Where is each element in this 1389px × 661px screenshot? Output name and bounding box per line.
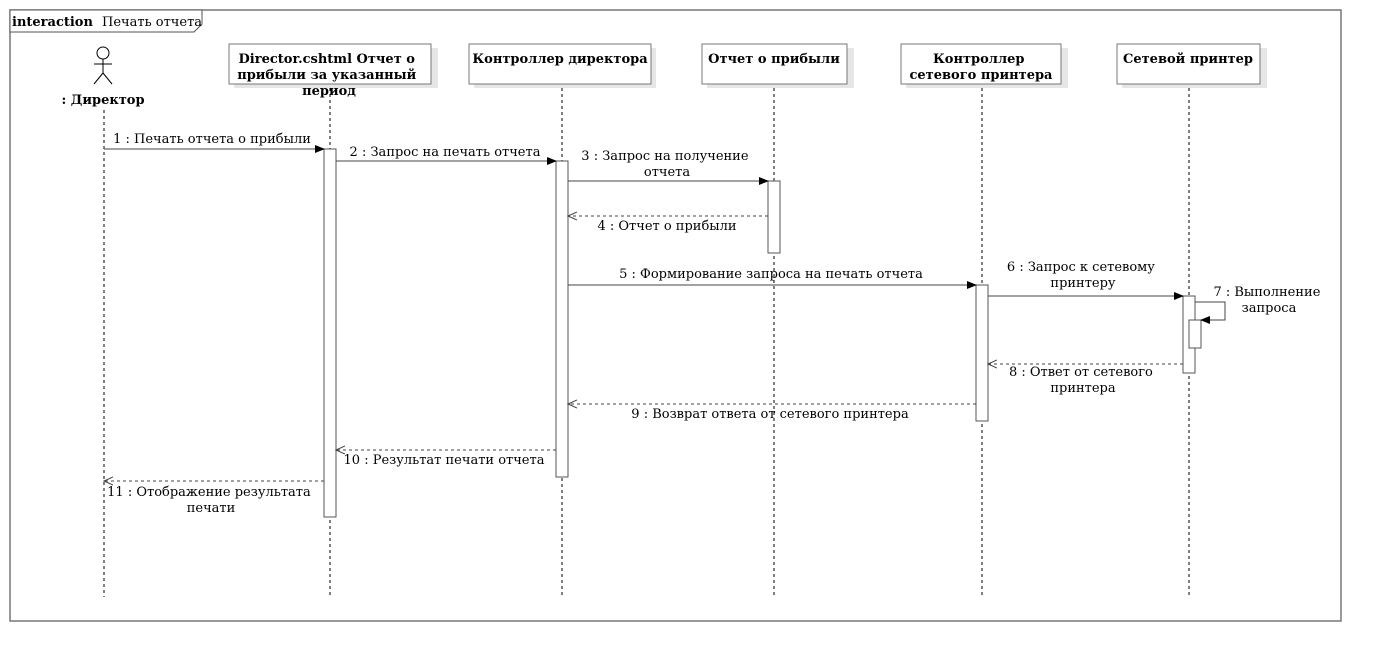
message-7[interactable]: 7 : Выполнение запроса [1195,285,1325,324]
lifeline-title: Контроллер сетевого принтера [910,52,1054,83]
message-label: 3 : Запрос на получение отчета [581,149,752,180]
message-label: 9 : Возврат ответа от сетевого принтера [631,407,909,422]
message-label: 4 : Отчет о прибыли [597,219,736,234]
lifeline-title-line: Director.cshtml Отчет о [239,52,416,67]
lifeline-header-profit-report[interactable]: Отчет о прибыли [701,43,854,88]
message-label: 7 : Выполнение запроса [1213,285,1324,316]
lifeline-title-line: прибыли за указанный [237,68,416,83]
activation-printer-controller[interactable] [975,284,989,422]
lifeline-header-network-printer[interactable]: Сетевой принтер [1116,43,1267,88]
interaction-frame [9,9,1342,622]
message-10[interactable]: 10 : Результат печати отчета [336,450,556,468]
message-11[interactable]: 11 : Отображение результата печати [104,481,324,516]
frame-name: Печать отчета [102,15,202,30]
message-label: 5 : Формирование запроса на печать отчет… [619,267,923,282]
message-6[interactable]: 6 : Запрос к сетевому принтеру [988,260,1184,300]
activation-view[interactable] [323,148,337,518]
message-1[interactable]: 1 : Печать отчета о прибыли [104,132,325,153]
actor-director[interactable]: : Директор [61,46,145,108]
message-label: 8 : Ответ от сетевого принтера [1009,365,1157,396]
frame-title-tab [9,9,203,33]
activation-network-printer-nested[interactable] [1188,319,1202,349]
activation-director-controller[interactable] [555,160,569,478]
message-label: 10 : Результат печати отчета [344,453,545,468]
lifeline-title-line: Контроллер директора [472,52,648,67]
message-3[interactable]: 3 : Запрос на получение отчета [568,149,769,185]
message-label: 2 : Запрос на печать отчета [350,145,541,160]
message-4[interactable]: 4 : Отчет о прибыли [568,216,768,234]
lifeline-title-line: Отчет о прибыли [708,52,840,67]
activation-profit-report[interactable] [767,180,781,254]
message-label: 6 : Запрос к сетевому принтеру [1007,260,1159,291]
lifeline-title-line: сетевого принтера [910,68,1054,83]
lifeline-title-line: Сетевой принтер [1123,52,1253,67]
message-8[interactable]: 8 : Ответ от сетевого принтера [988,364,1183,396]
lifeline-header-view[interactable]: Director.cshtml Отчет о прибыли за указа… [228,43,438,99]
lifeline-title: Сетевой принтер [1123,52,1253,67]
lifeline-title: Отчет о прибыли [708,52,840,67]
message-5[interactable]: 5 : Формирование запроса на печать отчет… [568,267,977,289]
message-2[interactable]: 2 : Запрос на печать отчета [336,145,557,165]
lifeline-title-line: Контроллер [933,52,1025,67]
message-label: 11 : Отображение результата печати [107,485,315,516]
lifeline-header-printer-controller[interactable]: Контроллер сетевого принтера [900,43,1068,88]
actor-name: : Директор [61,93,144,108]
frame-title: interaction Печать отчета [12,11,202,30]
message-label: 1 : Печать отчета о прибыли [113,132,311,147]
message-9[interactable]: 9 : Возврат ответа от сетевого принтера [568,404,976,422]
lifeline-title: Контроллер директора [472,52,648,67]
lifeline-title: Director.cshtml Отчет о прибыли за указа… [237,52,421,99]
frame-keyword: interaction [12,15,93,30]
stick-figure-icon [93,46,113,85]
lifeline-title-line: период [302,84,356,99]
lifeline-header-director-controller[interactable]: Контроллер директора [468,43,656,88]
